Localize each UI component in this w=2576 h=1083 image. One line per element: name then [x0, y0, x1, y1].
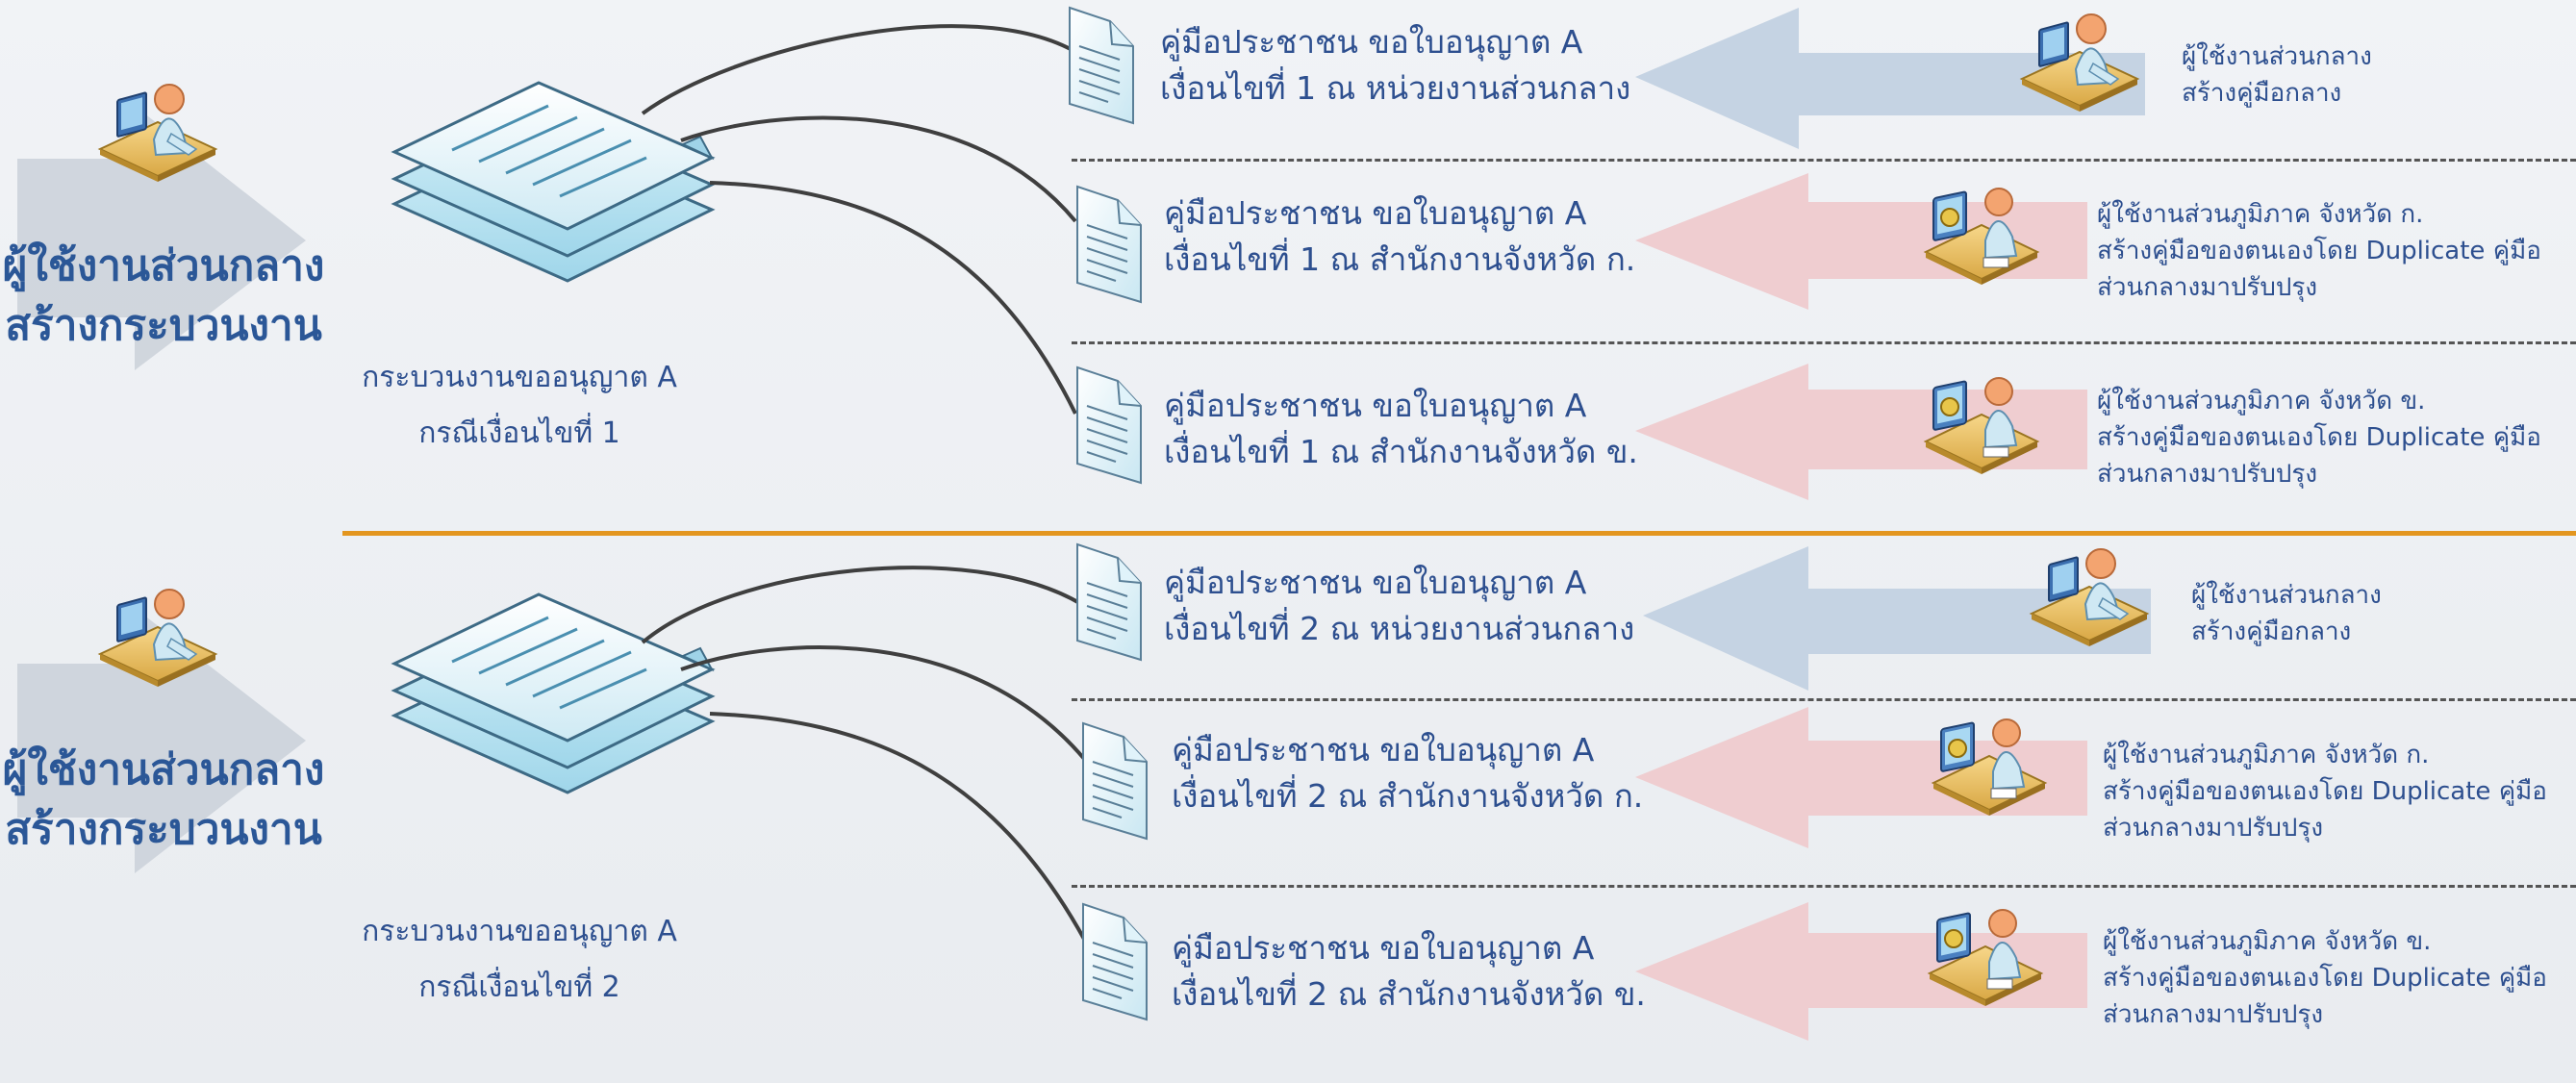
manual-document-icon — [1076, 186, 1142, 303]
manual-document-icon — [1082, 722, 1148, 840]
manual-document-icon — [1082, 903, 1148, 1020]
document-stack-icon-2 — [392, 592, 714, 794]
process-label: กระบวนงานขออนุญาต A กรณีเงื่อนไขที่ 2 — [362, 915, 677, 1004]
central-arrow-2 — [1643, 546, 2151, 691]
left-process-arrow-1 — [17, 106, 306, 370]
row-divider — [1072, 885, 2576, 888]
document-stack-icon-1 — [392, 81, 714, 283]
user-label: ผู้ใช้งานส่วนภูมิภาค จังหวัด ข. สร้างคู่… — [2103, 927, 2547, 1029]
manual-label: คู่มือประชาชน ขอใบอนุญาต A เงื่อนไขที่ 1… — [1160, 23, 1631, 107]
row-divider — [1072, 341, 2576, 344]
manual-document-icon — [1076, 366, 1142, 484]
user-label: ผู้ใช้งานส่วนภูมิภาค จังหวัด ก. สร้างคู่… — [2097, 200, 2541, 302]
manual-label: คู่มือประชาชน ขอใบอนุญาต A เงื่อนไขที่ 1… — [1164, 194, 1636, 278]
connector-line — [709, 712, 1087, 942]
connector-line — [680, 645, 1087, 762]
manual-label: คู่มือประชาชน ขอใบอนุญาต A เงื่อนไขที่ 2… — [1172, 929, 1646, 1013]
regional-arrow-1a — [1635, 173, 2087, 310]
row-divider — [1072, 698, 2576, 701]
row-divider — [1072, 159, 2576, 162]
manual-document-icon — [1076, 543, 1142, 661]
connector-line — [680, 115, 1077, 223]
user-label: ผู้ใช้งานส่วนกลาง สร้างคู่มือกลาง — [2191, 581, 2382, 646]
process-label: กระบวนงานขออนุญาต A กรณีเงื่อนไขที่ 1 — [362, 361, 677, 450]
user-label: ผู้ใช้งานส่วนกลาง สร้างคู่มือกลาง — [2182, 42, 2372, 108]
connector-line — [641, 566, 1083, 644]
connector-line — [709, 181, 1077, 415]
connector-line — [641, 24, 1079, 115]
section-title: ผู้ใช้งานส่วนกลาง สร้างกระบวนงาน — [2, 241, 325, 350]
regional-arrow-2b — [1635, 902, 2087, 1041]
manual-document-icon — [1069, 7, 1134, 124]
user-label: ผู้ใช้งานส่วนภูมิภาค จังหวัด ก. สร้างคู่… — [2103, 741, 2547, 843]
left-process-arrow-2 — [17, 608, 306, 873]
section-title: ผู้ใช้งานส่วนกลาง สร้างกระบวนงาน — [2, 745, 325, 854]
manual-label: คู่มือประชาชน ขอใบอนุญาต A เงื่อนไขที่ 2… — [1172, 731, 1644, 815]
user-label: ผู้ใช้งานส่วนภูมิภาค จังหวัด ข. สร้างคู่… — [2097, 387, 2541, 489]
manual-label: คู่มือประชาชน ขอใบอนุญาต A เงื่อนไขที่ 2… — [1164, 564, 1635, 647]
central-arrow-1 — [1635, 8, 2145, 149]
section-divider — [342, 531, 2576, 536]
manual-label: คู่มือประชาชน ขอใบอนุญาต A เงื่อนไขที่ 1… — [1164, 387, 1638, 470]
